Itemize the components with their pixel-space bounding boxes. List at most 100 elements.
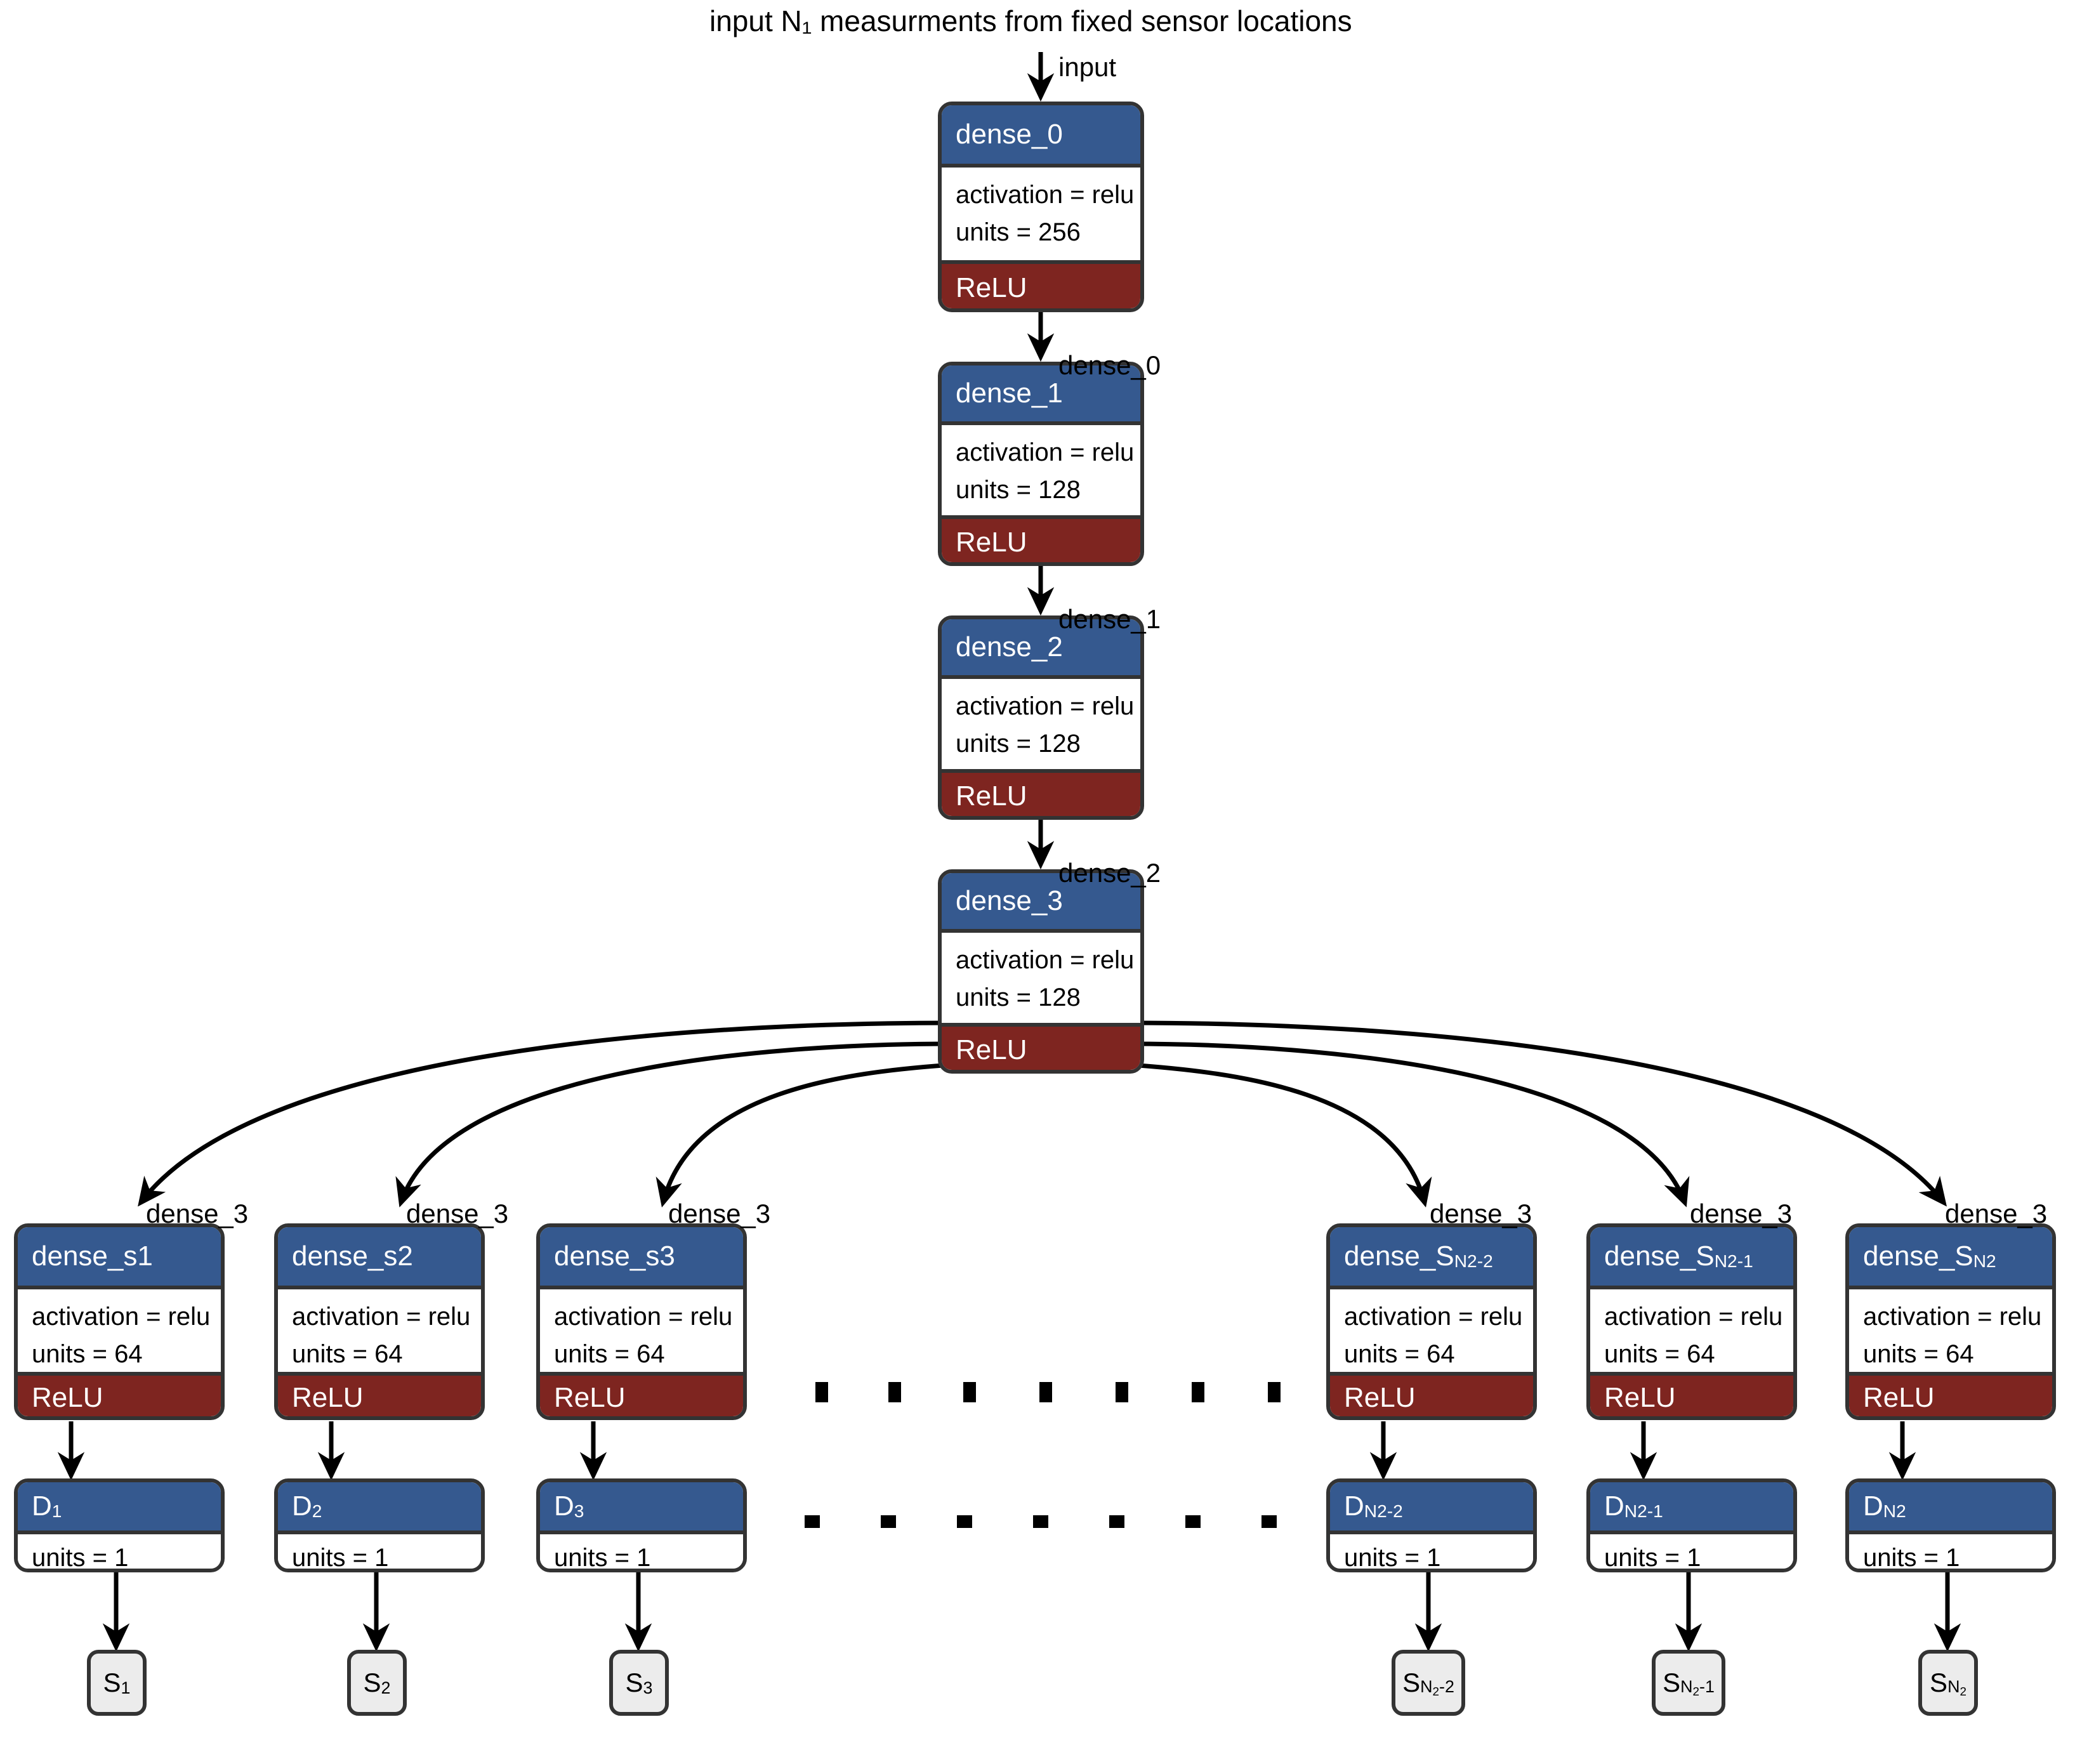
node-dense_s1[interactable]: dense_s1 activation = relu units = 64 Re… bbox=[14, 1223, 225, 1420]
param-units: units = 1 bbox=[32, 1544, 129, 1572]
edge-label-branch-4: dense_3 bbox=[1430, 1199, 1532, 1228]
node-params: units = 1 bbox=[1590, 1530, 1793, 1572]
node-params: units = 1 bbox=[540, 1530, 743, 1572]
node-dense_s2[interactable]: dense_s2 activation = relu units = 64 Re… bbox=[274, 1223, 485, 1420]
ellipsis-dot bbox=[1039, 1382, 1052, 1402]
node-header: dense_0 bbox=[942, 105, 1140, 164]
param-activation: activation = relu bbox=[1604, 1303, 1783, 1331]
node-params: activation = relu units = 128 bbox=[942, 675, 1140, 769]
edge-label-dense_1: dense_1 bbox=[1058, 604, 1161, 634]
node-dense_3[interactable]: dense_3 activation = relu units = 128 Re… bbox=[938, 869, 1144, 1074]
param-units: units = 1 bbox=[1344, 1544, 1441, 1572]
ellipsis-dot bbox=[1033, 1515, 1048, 1528]
node-dense_1[interactable]: dense_1 activation = relu units = 128 Re… bbox=[938, 362, 1144, 566]
param-units: units = 1 bbox=[1863, 1544, 1960, 1572]
ellipsis-dot bbox=[1261, 1515, 1277, 1528]
ellipsis-dot bbox=[881, 1515, 896, 1528]
param-units: units = 1 bbox=[1604, 1544, 1701, 1572]
edge-dense_3-branch-1 bbox=[138, 1020, 952, 1207]
edge-label-branch-1: dense_3 bbox=[146, 1199, 249, 1228]
node-params: activation = relu units = 128 bbox=[942, 421, 1140, 515]
node-dense_0[interactable]: dense_0 activation = relu units = 256 Re… bbox=[938, 102, 1144, 312]
param-units: units = 128 bbox=[956, 476, 1081, 504]
ellipsis-dot bbox=[1116, 1382, 1128, 1402]
param-units: units = 64 bbox=[1344, 1340, 1455, 1369]
node-activation-layer: ReLU bbox=[942, 260, 1140, 308]
node-header: dense_s2 bbox=[278, 1227, 481, 1286]
param-activation: activation = relu bbox=[956, 181, 1135, 209]
ellipsis-dot bbox=[815, 1382, 828, 1402]
node-params: units = 1 bbox=[1330, 1530, 1533, 1572]
ellipsis-dot bbox=[1185, 1515, 1201, 1528]
node-activation-layer: ReLU bbox=[1330, 1372, 1533, 1416]
node-params: activation = relu units = 256 bbox=[942, 164, 1140, 260]
node-params: units = 1 bbox=[1849, 1530, 2052, 1572]
node-dense_s3[interactable]: dense_s3 activation = relu units = 64 Re… bbox=[536, 1223, 747, 1420]
ellipsis-dot bbox=[1268, 1382, 1281, 1402]
param-units: units = 64 bbox=[554, 1340, 665, 1369]
node-activation-layer: ReLU bbox=[278, 1372, 481, 1416]
node-activation-layer: ReLU bbox=[942, 1023, 1140, 1070]
param-activation: activation = relu bbox=[554, 1303, 733, 1331]
node-params: activation = relu units = 64 bbox=[1849, 1286, 2052, 1372]
node-header: dense_s1 bbox=[18, 1227, 221, 1286]
ellipsis-dot bbox=[963, 1382, 976, 1402]
param-units: units = 128 bbox=[956, 984, 1081, 1012]
param-units: units = 64 bbox=[1604, 1340, 1715, 1369]
node-activation-layer: ReLU bbox=[1849, 1372, 2052, 1416]
node-activation-layer: ReLU bbox=[18, 1372, 221, 1416]
node-params: activation = relu units = 64 bbox=[278, 1286, 481, 1372]
node-activation-layer: ReLU bbox=[540, 1372, 743, 1416]
param-units: units = 128 bbox=[956, 730, 1081, 758]
edge-label-branch-3: dense_3 bbox=[668, 1199, 771, 1228]
node-header: dense_3 bbox=[942, 873, 1140, 929]
edge-label-branch-2: dense_3 bbox=[406, 1199, 509, 1228]
ellipsis-dot bbox=[888, 1382, 901, 1402]
edge-label-branch-6: dense_3 bbox=[1945, 1199, 2048, 1228]
edge-label-input: input bbox=[1058, 52, 1117, 82]
param-activation: activation = relu bbox=[1863, 1303, 2042, 1331]
param-activation: activation = relu bbox=[956, 692, 1135, 720]
diagram-title: input N₁ measurments from fixed sensor l… bbox=[709, 4, 1352, 37]
node-dense_2[interactable]: dense_2 activation = relu units = 128 Re… bbox=[938, 615, 1144, 820]
param-units: units = 1 bbox=[292, 1544, 389, 1572]
node-activation-layer: ReLU bbox=[942, 515, 1140, 562]
node-params: units = 1 bbox=[278, 1530, 481, 1572]
param-units: units = 64 bbox=[292, 1340, 403, 1369]
param-units: units = 1 bbox=[554, 1544, 651, 1572]
edge-dense_3-branch-2 bbox=[395, 1041, 952, 1208]
param-units: units = 256 bbox=[956, 218, 1081, 247]
ellipsis-dot bbox=[1192, 1382, 1204, 1402]
edge-dense_3-branch-3 bbox=[655, 1062, 952, 1208]
node-activation-layer: ReLU bbox=[1590, 1372, 1793, 1416]
ellipsis-dot bbox=[1109, 1515, 1124, 1528]
edge-label-dense_2: dense_2 bbox=[1058, 858, 1161, 888]
param-activation: activation = relu bbox=[32, 1303, 211, 1331]
node-params: activation = relu units = 64 bbox=[540, 1286, 743, 1372]
edge-label-branch-5: dense_3 bbox=[1690, 1199, 1793, 1228]
